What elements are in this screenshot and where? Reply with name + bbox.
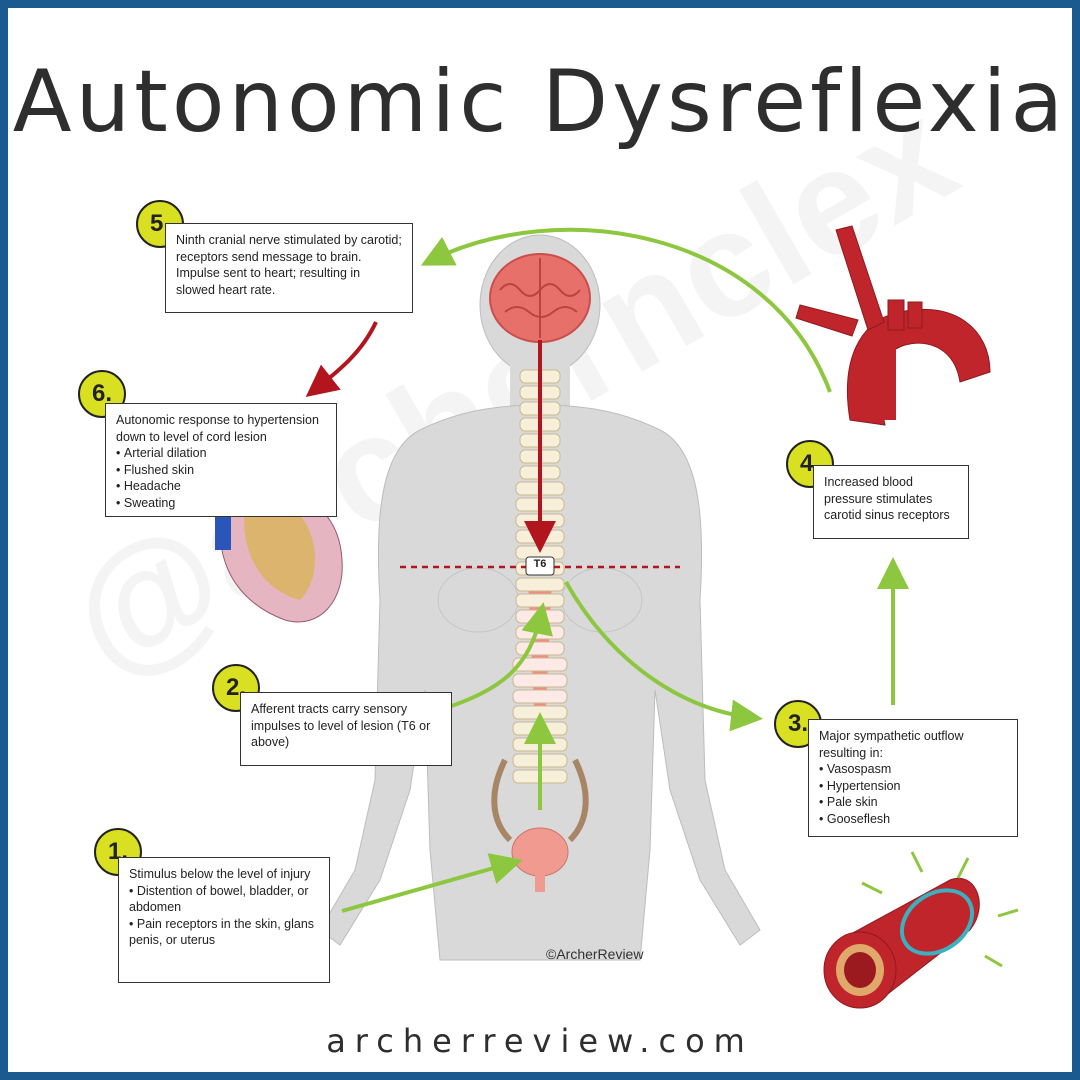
step-1-text: Stimulus below the level of injury: [129, 867, 311, 881]
step-4-text: Increased blood pressure stimulates caro…: [824, 475, 950, 522]
vertebra: [515, 593, 565, 608]
step-5-text: Ninth cranial nerve stimulated by caroti…: [176, 233, 402, 297]
step-3-bullet: Gooseflesh: [819, 811, 1007, 828]
stimulus-green-arrow: [341, 853, 523, 913]
afferent-green-arrow: [439, 602, 553, 712]
step-3-bullet: Hypertension: [819, 778, 1007, 795]
step-3-box: Major sympathetic outflow resulting in: …: [808, 719, 1018, 837]
step-1-bullet: Distention of bowel, bladder, or abdomen: [129, 883, 319, 916]
sympathetic-green-arrow: [564, 581, 763, 732]
vessel-icon: [823, 851, 1019, 1009]
carotid-green-arrow: [420, 227, 832, 393]
t6-label: T6: [533, 558, 547, 570]
step-4-box: Increased blood pressure stimulates caro…: [813, 465, 969, 539]
step-3-bullet: Vasospasm: [819, 761, 1007, 778]
pelvis: [491, 758, 589, 843]
step-5-box: Ninth cranial nerve stimulated by caroti…: [165, 223, 413, 313]
step-6-bullet: Arterial dilation: [116, 445, 326, 462]
step-1-list: Distention of bowel, bladder, or abdomen…: [129, 883, 319, 949]
credit-label: ©ArcherReview: [546, 946, 644, 962]
step-3-bullet: Pale skin: [819, 794, 1007, 811]
step-1-bullet: Pain receptors in the skin, glans penis,…: [129, 916, 319, 949]
footer-url: archerreview.com: [326, 1022, 754, 1060]
step-6-text: Autonomic response to hypertension down …: [116, 413, 319, 444]
vertebra: [512, 705, 568, 720]
step-6-list: Arterial dilation Flushed skin Headache …: [116, 445, 326, 511]
step-6-box: Autonomic response to hypertension down …: [105, 403, 337, 517]
vertebra: [515, 577, 565, 592]
vertebra: [512, 673, 568, 688]
aorta-icon: [795, 225, 991, 426]
heart-red-arrow: [305, 321, 378, 397]
step-6-bullet: Flushed skin: [116, 462, 326, 479]
step-6-bullet: Sweating: [116, 495, 326, 512]
step-2-box: Afferent tracts carry sensory impulses t…: [240, 692, 452, 766]
vertebra: [512, 657, 568, 672]
step-2-text: Afferent tracts carry sensory impulses t…: [251, 702, 431, 749]
vertebra: [515, 625, 565, 640]
vertebra: [512, 689, 568, 704]
page-title: Autonomic Dysreflexia: [12, 52, 1068, 152]
bladder-icon: [511, 827, 569, 892]
step-3-list: Vasospasm Hypertension Pale skin Goosefl…: [819, 761, 1007, 827]
step-3-text: Major sympathetic outflow resulting in:: [819, 729, 964, 760]
vertebra: [515, 641, 565, 656]
step-1-box: Stimulus below the level of injury Diste…: [118, 857, 330, 983]
brain-icon: [489, 253, 591, 343]
step-6-bullet: Headache: [116, 478, 326, 495]
